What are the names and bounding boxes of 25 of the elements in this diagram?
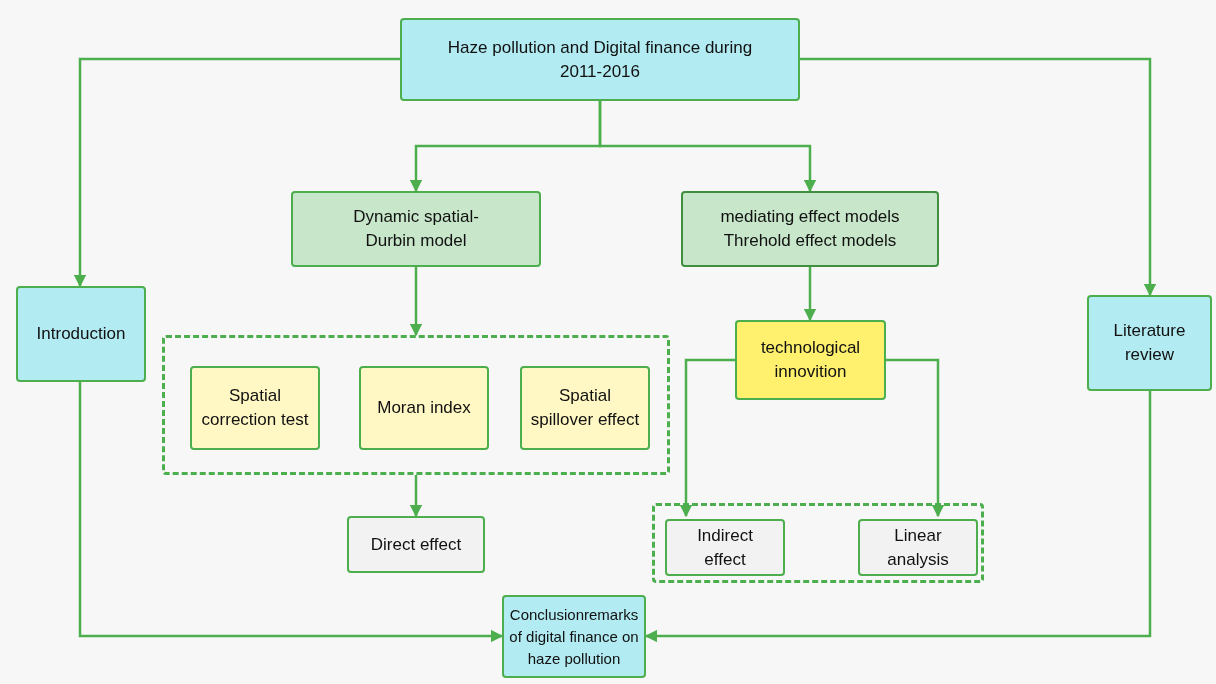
process-box: Introduction: [16, 286, 146, 382]
arrow: [78, 382, 504, 643]
arrow: [679, 358, 735, 518]
arrow: [803, 267, 817, 322]
process-box: Dynamic spatial- Durbin model: [291, 191, 541, 267]
arrow: [800, 57, 1157, 297]
dashed-group-box: [652, 503, 984, 583]
process-box: Spatial correction test: [190, 366, 320, 450]
process-box: Haze pollution and Digital finance during 2011-2016: [400, 18, 800, 101]
arrow: [598, 101, 817, 193]
process-box: technological innovition: [735, 320, 886, 400]
arrow: [886, 358, 945, 518]
process-box: Spatial spillover effect: [520, 366, 650, 450]
process-box: mediating effect models Threhold effect models: [681, 191, 939, 267]
process-box: Indirect effect: [665, 519, 785, 576]
process-box: Linear analysis: [858, 519, 978, 576]
arrow: [409, 475, 423, 518]
process-box: Moran index: [359, 366, 489, 450]
arrow: [644, 391, 1152, 643]
arrow: [73, 57, 400, 288]
dashed-group-box: [162, 335, 670, 475]
process-box: Conclusionremarks of digital finance on haze pollution: [502, 595, 646, 678]
process-box: Literature review: [1087, 295, 1212, 391]
process-box: Direct effect: [347, 516, 485, 573]
arrow: [409, 267, 423, 337]
